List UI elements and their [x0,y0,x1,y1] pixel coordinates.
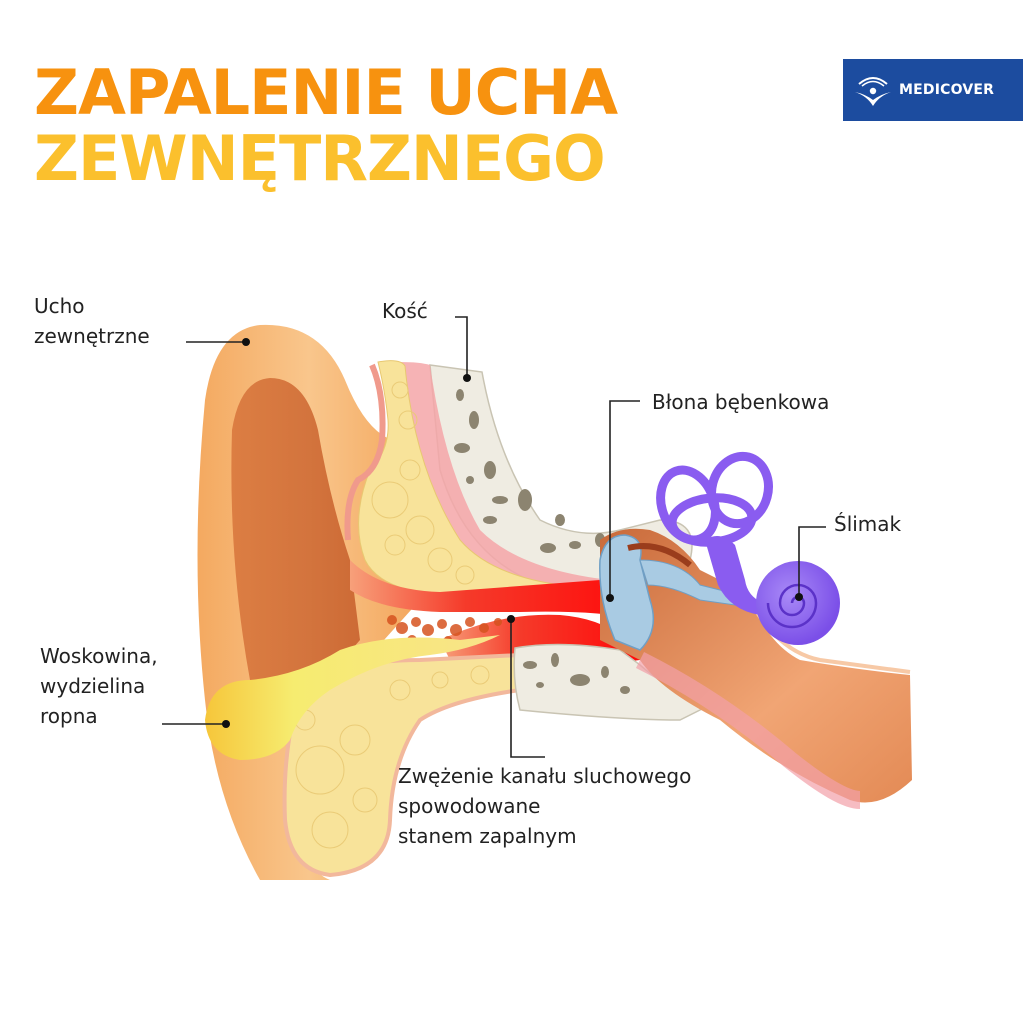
ossicles [599,534,655,651]
label-outer-ear-line1: Ucho [34,294,85,318]
label-cochlea: Ślimak [834,512,902,536]
label-canal-narrowing-line1: Zwężenie kanału sluchowego [398,764,692,788]
label-outer-ear: Ucho zewnętrzne [34,291,150,351]
middle-ear-cavity [600,528,912,803]
leader-bone [455,316,468,378]
cochlea [756,561,840,645]
medicover-figure-icon [855,77,891,106]
label-canal-narrowing-line2: spowodowane [398,794,541,818]
title-line-2: ZEWNĘTRZNEGO [34,122,606,195]
leader-canal-narrowing [510,619,545,758]
label-eardrum: Błona bębenkowa [652,390,830,414]
inflamed-canal [350,560,640,620]
label-bone: Kość [382,299,428,323]
fat-tissue-lower [282,652,522,878]
label-earwax-line1: Woskowina, [40,644,158,668]
earwax-blob [205,635,500,760]
label-canal-narrowing: Zwężenie kanału sluchowego spowodowane s… [398,761,691,851]
label-earwax-line3: ropna [40,704,98,728]
label-earwax-line2: wydzielina [40,674,146,698]
logo-text: MEDICOVER [899,82,995,98]
label-outer-ear-line2: zewnętrzne [34,324,150,348]
label-earwax: Woskowina, wydzielina ropna [40,641,158,731]
title-line-1: ZAPALENIE UCHA [34,56,618,129]
leader-eardrum [609,400,640,598]
leader-cochlea [798,526,826,597]
label-canal-narrowing-line3: stanem zapalnym [398,824,577,848]
medicover-logo: MEDICOVER [843,59,1023,121]
